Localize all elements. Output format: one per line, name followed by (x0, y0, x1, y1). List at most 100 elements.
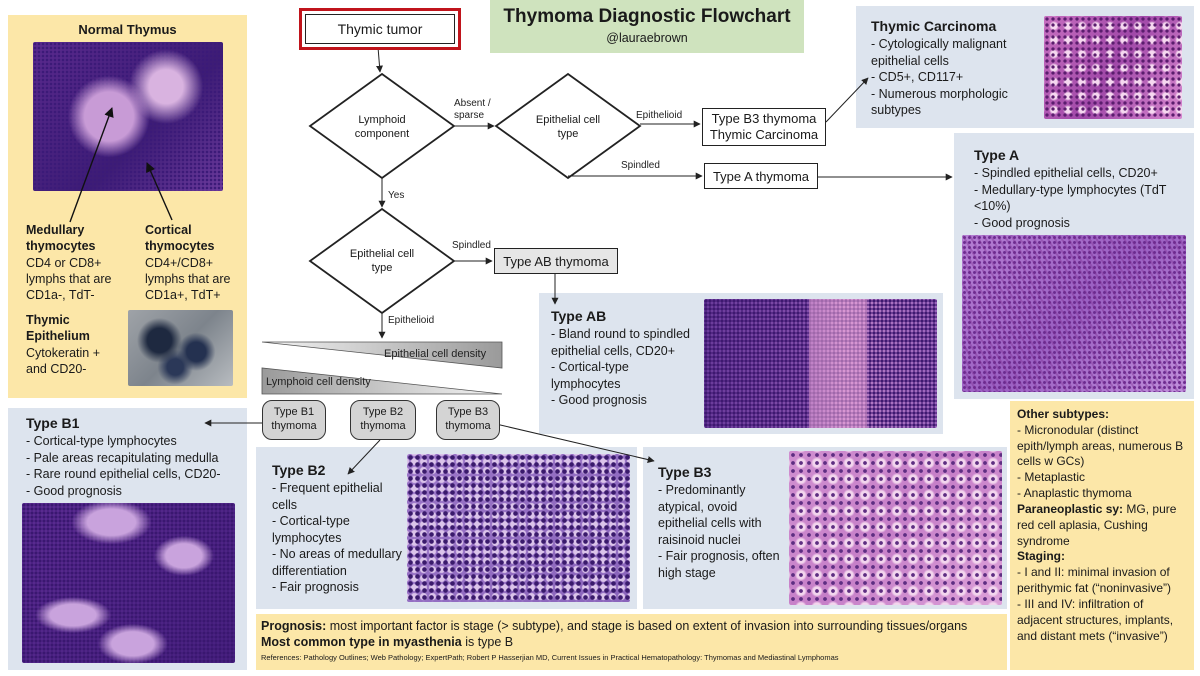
lymphoid-decision-label: Lymphoid component (354, 114, 410, 140)
other-subtypes-title: Other subtypes: (1017, 407, 1110, 421)
list-item: - CD5+, CD117+ (871, 70, 964, 84)
thymic-epithelium-text: Cytokeratin + and CD20- (26, 345, 100, 376)
medullary-thymocytes-label: Medullary thymocytes CD4 or CD8+ lymphs … (26, 222, 134, 303)
normal-thymus-panel: Normal Thymus Medullary thymocytes CD4 o… (8, 15, 247, 398)
type-ab-panel: Type AB - Bland round to spindled epithe… (539, 293, 943, 434)
list-item: - Fair prognosis (272, 580, 359, 594)
type-b3-list: - Predominantly atypical, ovoid epitheli… (658, 482, 786, 581)
other-subtypes-block: Other subtypes: - Micronodular (distinct… (1017, 407, 1189, 644)
prognosis-label: Prognosis: (261, 619, 327, 633)
type-b1-list: - Cortical-type lymphocytes - Pale areas… (26, 433, 246, 499)
type-b1-panel: Type B1 - Cortical-type lymphocytes - Pa… (8, 408, 247, 670)
paraneoplastic-label: Paraneoplastic sy: (1017, 501, 1124, 516)
type-b3-image (789, 451, 1002, 605)
pill-line: Type B2 (362, 406, 404, 419)
type-a-box: Type A thymoma (704, 163, 818, 189)
pill-line: thymoma (445, 420, 491, 432)
type-b3-title: Type B3 (658, 464, 712, 480)
paraneoplastic-text: MG, pure red cell aplasia, Cushing syndr… (1017, 501, 1177, 548)
type-b2-title: Type B2 (272, 462, 326, 478)
absent-sparse-label: Absent / sparse (454, 98, 491, 121)
list-item: - III and IV: infiltration of adjacent s… (1017, 596, 1174, 643)
cortical-thymocytes-text: CD4+/CD8+ lymphs that are CD1a+, TdT+ (145, 255, 231, 303)
medullary-thymocytes-text: CD4 or CD8+ lymphs that are CD1a-, TdT- (26, 255, 112, 303)
type-a-list: - Spindled epithelial cells, CD20+ - Med… (974, 165, 1186, 231)
thymic-carcinoma-title: Thymic Carcinoma (871, 18, 997, 34)
list-item: - Cortical-type lymphocytes (26, 434, 177, 448)
other-subtypes-panel: Other subtypes: - Micronodular (distinct… (1010, 401, 1194, 670)
cortical-thymocytes-label: Cortical thymocytes CD4+/CD8+ lymphs tha… (145, 222, 245, 303)
list-item: - Cytologically malignant epithelial cel… (871, 37, 1007, 68)
list-item: - Pale areas recapitulating medulla (26, 450, 219, 465)
pill-line: Type B1 (273, 406, 315, 419)
list-item: - Predominantly atypical, ovoid epitheli… (658, 483, 762, 547)
medullary-thymocytes-title: Medullary thymocytes (26, 223, 96, 254)
references-line: References: Pathology Outlines; Web Path… (261, 653, 839, 662)
spindled-label-2: Spindled (452, 240, 491, 251)
title-banner: Thymoma Diagnostic Flowchart @lauraebrow… (490, 0, 804, 53)
type-b3-pill: Type B3 thymoma (436, 400, 500, 440)
myasthenia-label: Most common type in myasthenia (261, 635, 462, 649)
list-item: - Good prognosis (551, 393, 647, 407)
type-ab-box: Type AB thymoma (494, 248, 618, 274)
normal-thymus-image (33, 42, 223, 191)
list-item: - Numerous morphologic subtypes (871, 86, 1008, 118)
b3-carcinoma-line1: Type B3 thymoma (711, 111, 817, 127)
epithelial-density-label: Epithelial cell density (384, 348, 487, 360)
list-item: - Anaplastic thymoma (1017, 486, 1132, 501)
type-b3-panel: Type B3 - Predominantly atypical, ovoid … (643, 447, 1007, 609)
yes-label: Yes (388, 190, 405, 201)
list-item: - Cortical-type lymphocytes (272, 514, 350, 545)
page-title: Thymoma Diagnostic Flowchart (503, 6, 791, 27)
cortical-thymocytes-title: Cortical thymocytes (145, 223, 215, 254)
thymic-carcinoma-panel: Thymic Carcinoma - Cytologically maligna… (856, 6, 1194, 128)
type-ab-title: Type AB (551, 308, 607, 324)
list-item: - Good prognosis (974, 215, 1070, 230)
prognosis-panel: Prognosis: most important factor is stag… (256, 614, 1007, 670)
edge-start-lymphoid (376, 46, 383, 73)
spindled-label-1: Spindled (621, 160, 660, 171)
epithelial-decision-label-1: Epithelial cell type (535, 114, 601, 140)
b3-carcinoma-box: Type B3 thymoma Thymic Carcinoma (702, 108, 826, 146)
prognosis-line: Prognosis: most important factor is stag… (261, 618, 1001, 634)
list-item: - Medullary-type lymphocytes (TdT <10%) (974, 182, 1167, 214)
start-node: Thymic tumor (305, 14, 455, 44)
start-node-box: Thymic tumor (299, 8, 461, 50)
lymphoid-density-label: Lymphoid cell density (266, 376, 371, 388)
type-ab-list: - Bland round to spindled epithelial cel… (551, 326, 701, 409)
type-b2-image (407, 454, 630, 602)
normal-thymus-title: Normal Thymus (78, 22, 177, 37)
epithelioid-label-1: Epithelioid (636, 110, 683, 121)
list-item: - Rare round epithelial cells, CD20- (26, 467, 221, 481)
epithelioid-label-2: Epithelioid (388, 315, 435, 326)
thymic-epithelium-label: Thymic Epithelium Cytokeratin + and CD20… (26, 312, 121, 377)
type-b1-title: Type B1 (26, 415, 80, 431)
type-b1-pill: Type B1 thymoma (262, 400, 326, 440)
paraneoplastic-line: Paraneoplastic sy: MG, pure red cell apl… (1017, 502, 1189, 549)
thymic-carcinoma-list: - Cytologically malignant epithelial cel… (871, 36, 1036, 119)
list-item: - Good prognosis (26, 483, 122, 498)
list-item: - No areas of medullary differentiation (272, 547, 402, 578)
list-item: - Spindled epithelial cells, CD20+ (974, 166, 1158, 180)
type-a-title: Type A (974, 147, 1020, 163)
type-b2-list: - Frequent epithelial cells - Cortical-t… (272, 480, 407, 596)
list-item: - I and II: minimal invasion of perithym… (1017, 565, 1172, 596)
myasthenia-text: is type B (461, 635, 514, 649)
staging-title: Staging: (1017, 549, 1065, 564)
thymic-carcinoma-image (1044, 16, 1182, 119)
pill-line: thymoma (360, 420, 406, 432)
list-item: - Metaplastic (1017, 470, 1086, 485)
prognosis-text: most important factor is stage (> subtyp… (326, 619, 968, 633)
thymic-epithelium-image (128, 310, 233, 386)
pill-line: Type B3 (447, 406, 489, 419)
type-b1-image (22, 503, 235, 663)
list-item: - Frequent epithelial cells (272, 481, 383, 512)
myasthenia-line: Most common type in myasthenia is type B (261, 634, 1001, 650)
type-b2-panel: Type B2 - Frequent epithelial cells - Co… (256, 447, 637, 609)
type-b2-pill: Type B2 thymoma (350, 400, 416, 440)
list-item: - Cortical-type lymphocytes (551, 360, 629, 391)
type-ab-image (704, 299, 937, 428)
b3-carcinoma-line2: Thymic Carcinoma (709, 127, 819, 142)
author-handle: @lauraebrown (606, 31, 688, 45)
pill-line: thymoma (271, 420, 317, 432)
